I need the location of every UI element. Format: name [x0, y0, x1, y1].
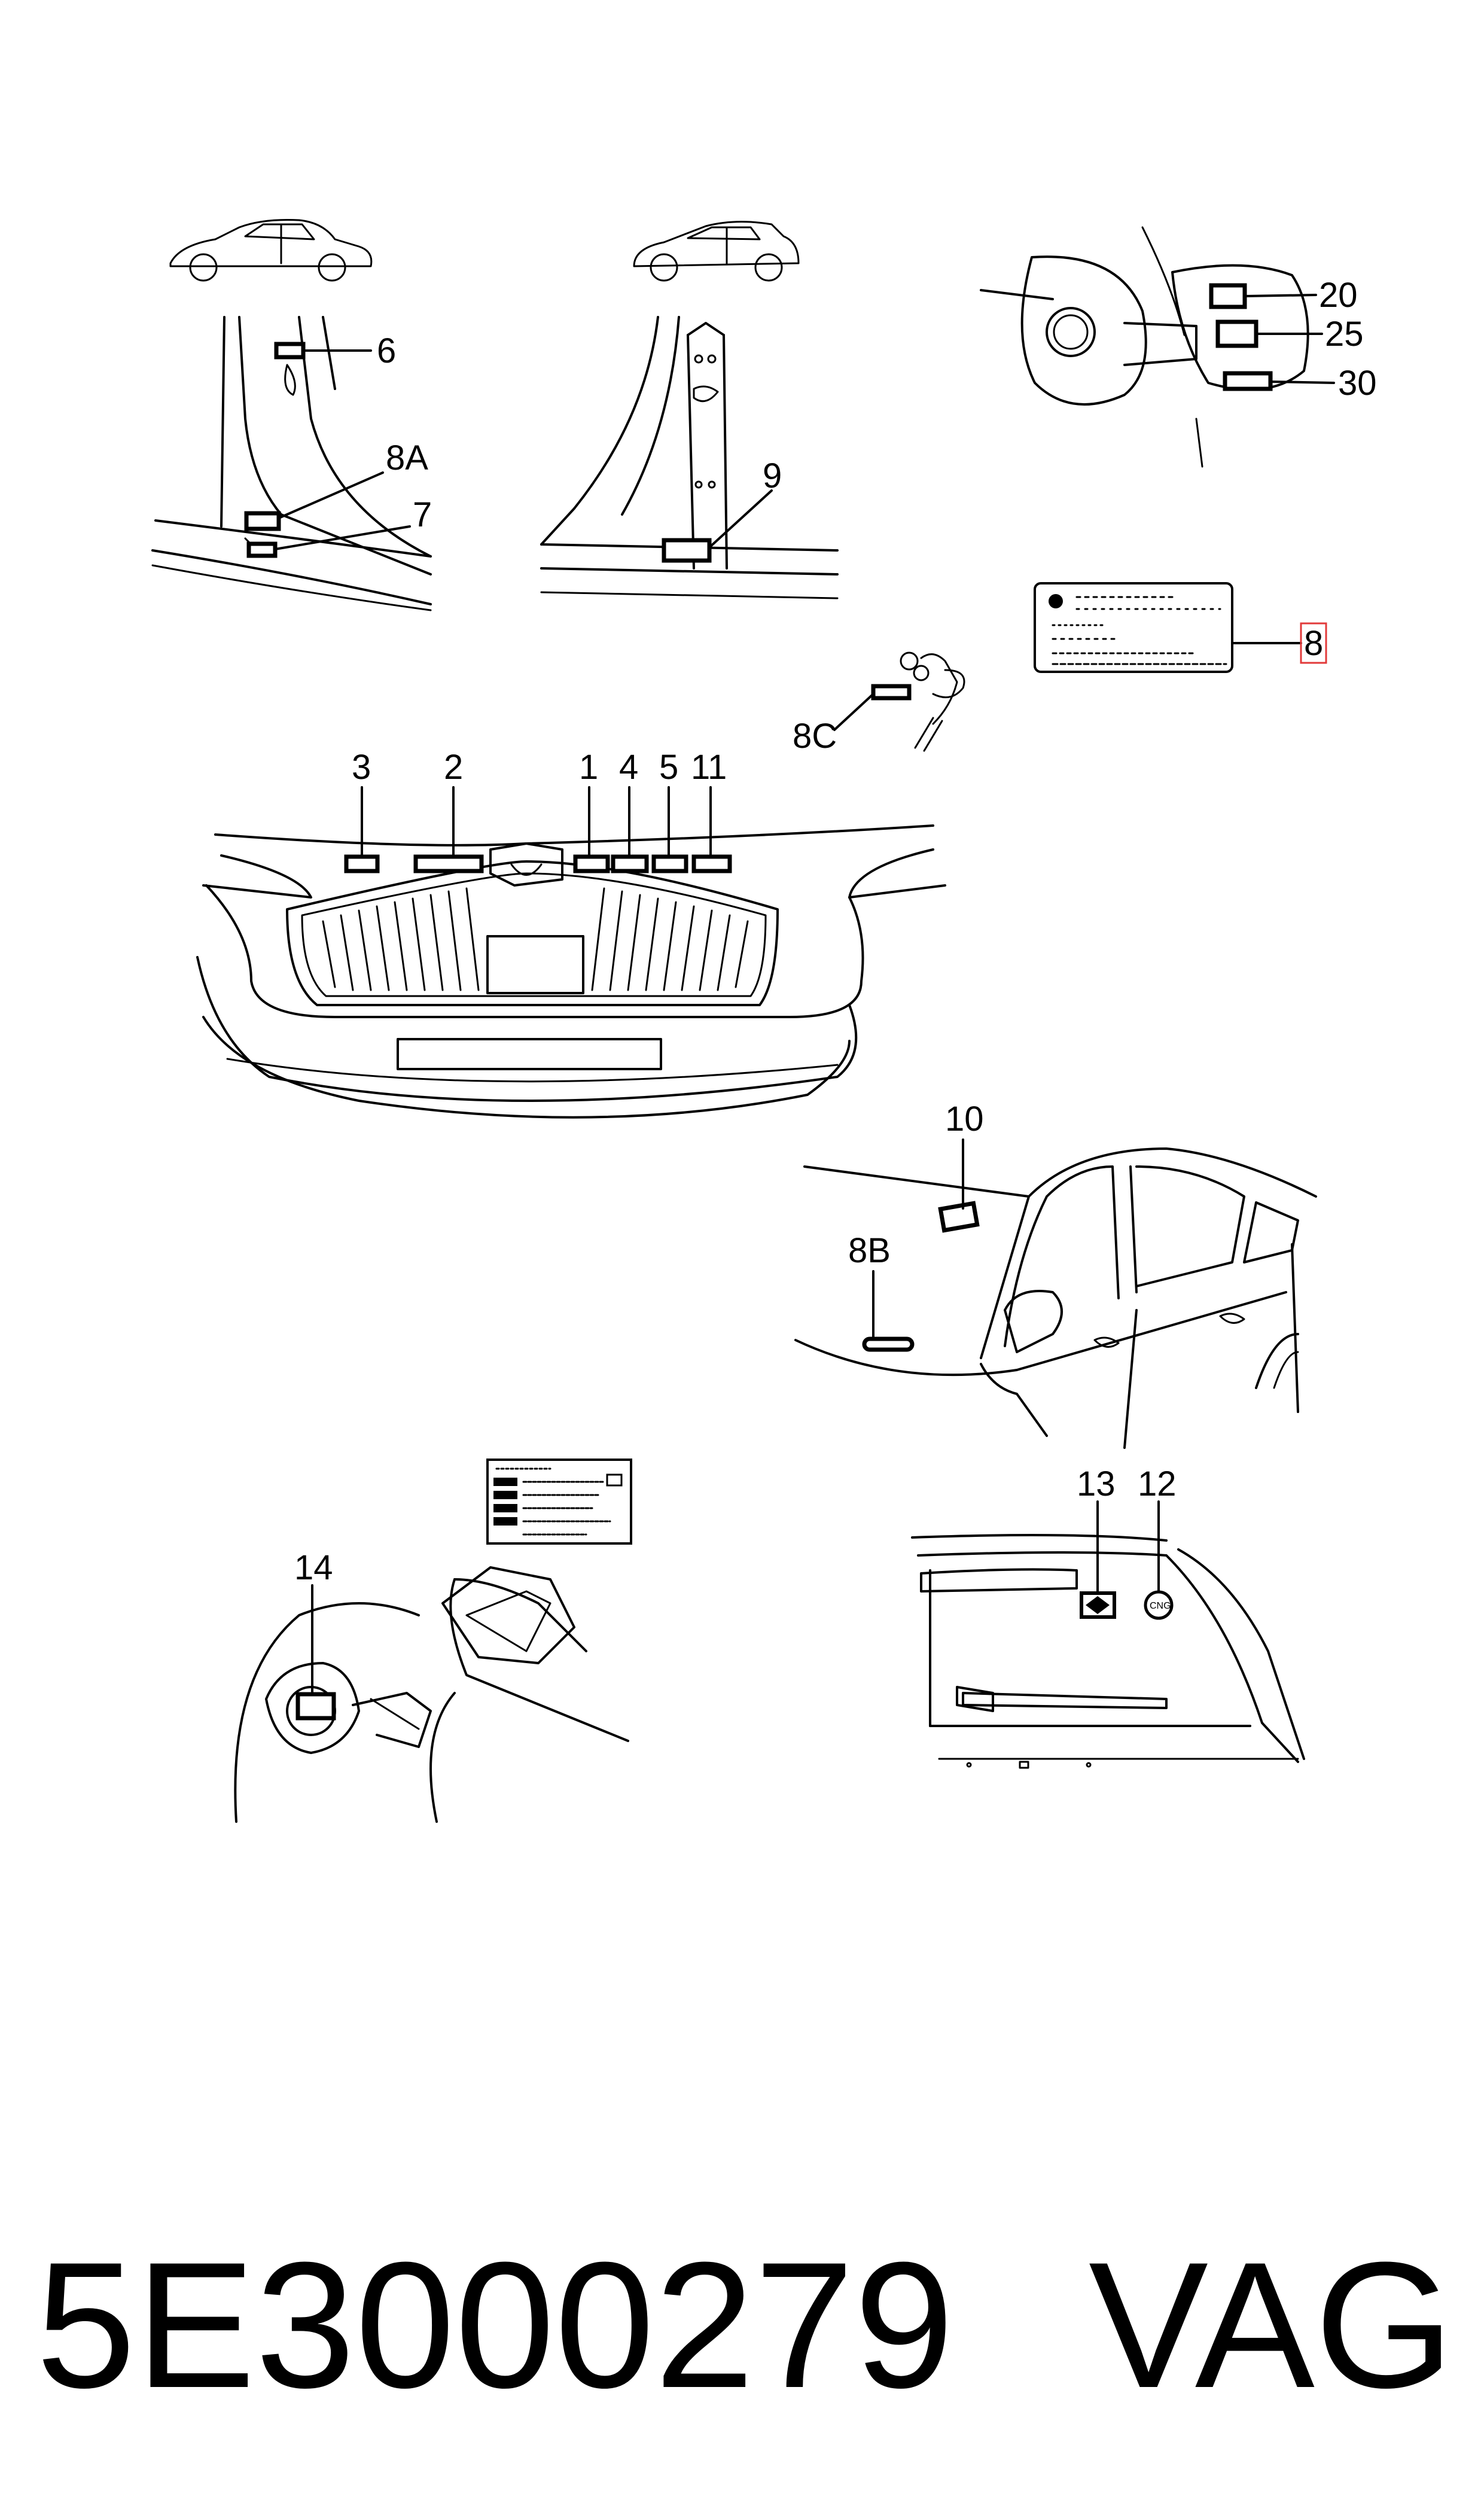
fuel-flap-panel: 20 25 30 — [980, 226, 1377, 468]
brand-name: VAG — [1089, 2224, 1454, 2425]
label-3-marker — [344, 854, 380, 873]
label-30-marker — [1223, 371, 1273, 391]
label-14-marker — [295, 1692, 336, 1721]
callout-4: 4 — [619, 748, 638, 787]
part-number: 5E3000279 — [36, 2224, 954, 2425]
label-25-marker — [1215, 319, 1258, 348]
callout-13: 13 — [1077, 1464, 1116, 1503]
label-8C-marker — [871, 684, 912, 701]
fuel-info-text-lines — [495, 1467, 611, 1536]
door-pillar-panel: 9 — [540, 221, 839, 599]
callout-5: 5 — [659, 748, 678, 787]
callout-6: 6 — [377, 331, 396, 370]
front-grille-panel: 3 2 1 4 5 11 — [196, 748, 946, 1119]
data-plate-text-lines — [1052, 596, 1227, 665]
callout-2: 2 — [444, 748, 463, 787]
callout-8B: 8B — [848, 1231, 891, 1270]
callout-11: 11 — [691, 748, 727, 787]
callout-25: 25 — [1325, 315, 1364, 354]
grille-slats — [322, 887, 749, 991]
label-6-marker — [274, 342, 306, 360]
callout-9: 9 — [763, 456, 782, 495]
label-1-marker — [573, 854, 610, 873]
cng-diamond-icon — [1086, 1596, 1110, 1614]
label-20-marker — [1209, 283, 1247, 309]
side-car-panel: 10 8B — [794, 1100, 1317, 1449]
key-panel: 8C — [793, 651, 965, 756]
fuel-door-panel: 14 — [234, 1548, 629, 1823]
label-8B-marker — [862, 1336, 915, 1352]
label-8A-marker — [244, 511, 281, 531]
callout-14: 14 — [294, 1548, 333, 1587]
cng-badge-text: CNG — [1150, 1601, 1171, 1611]
car-silhouette-left — [169, 219, 373, 282]
b-pillar-panel: 6 8A 7 — [151, 219, 432, 611]
label-4-marker — [611, 854, 649, 873]
callout-8A: 8A — [386, 439, 428, 477]
callout-30: 30 — [1338, 364, 1377, 403]
callout-8C: 8C — [793, 717, 837, 756]
callout-7: 7 — [413, 495, 432, 534]
callout-1: 1 — [579, 748, 598, 787]
footer: 5E3000279 VAG — [36, 2224, 1454, 2425]
callout-10: 10 — [945, 1100, 984, 1138]
label-5-marker — [651, 854, 688, 873]
label-11-marker — [691, 854, 732, 873]
data-plate-sticker: 8 — [1034, 582, 1327, 673]
label-7-marker — [246, 541, 278, 558]
car-silhouette-middle — [633, 221, 800, 282]
highlight-box-8 — [1300, 622, 1327, 664]
label-10-marker — [938, 1201, 980, 1233]
label-9-marker — [662, 538, 712, 563]
callout-3: 3 — [352, 748, 371, 787]
callout-20: 20 — [1319, 276, 1358, 315]
rear-window-panel: CNG 13 12 — [911, 1464, 1305, 1769]
label-2-marker — [413, 854, 484, 873]
fuel-info-sticker — [486, 1459, 632, 1545]
callout-12: 12 — [1138, 1464, 1177, 1503]
callout-8: 8 — [1304, 624, 1323, 663]
